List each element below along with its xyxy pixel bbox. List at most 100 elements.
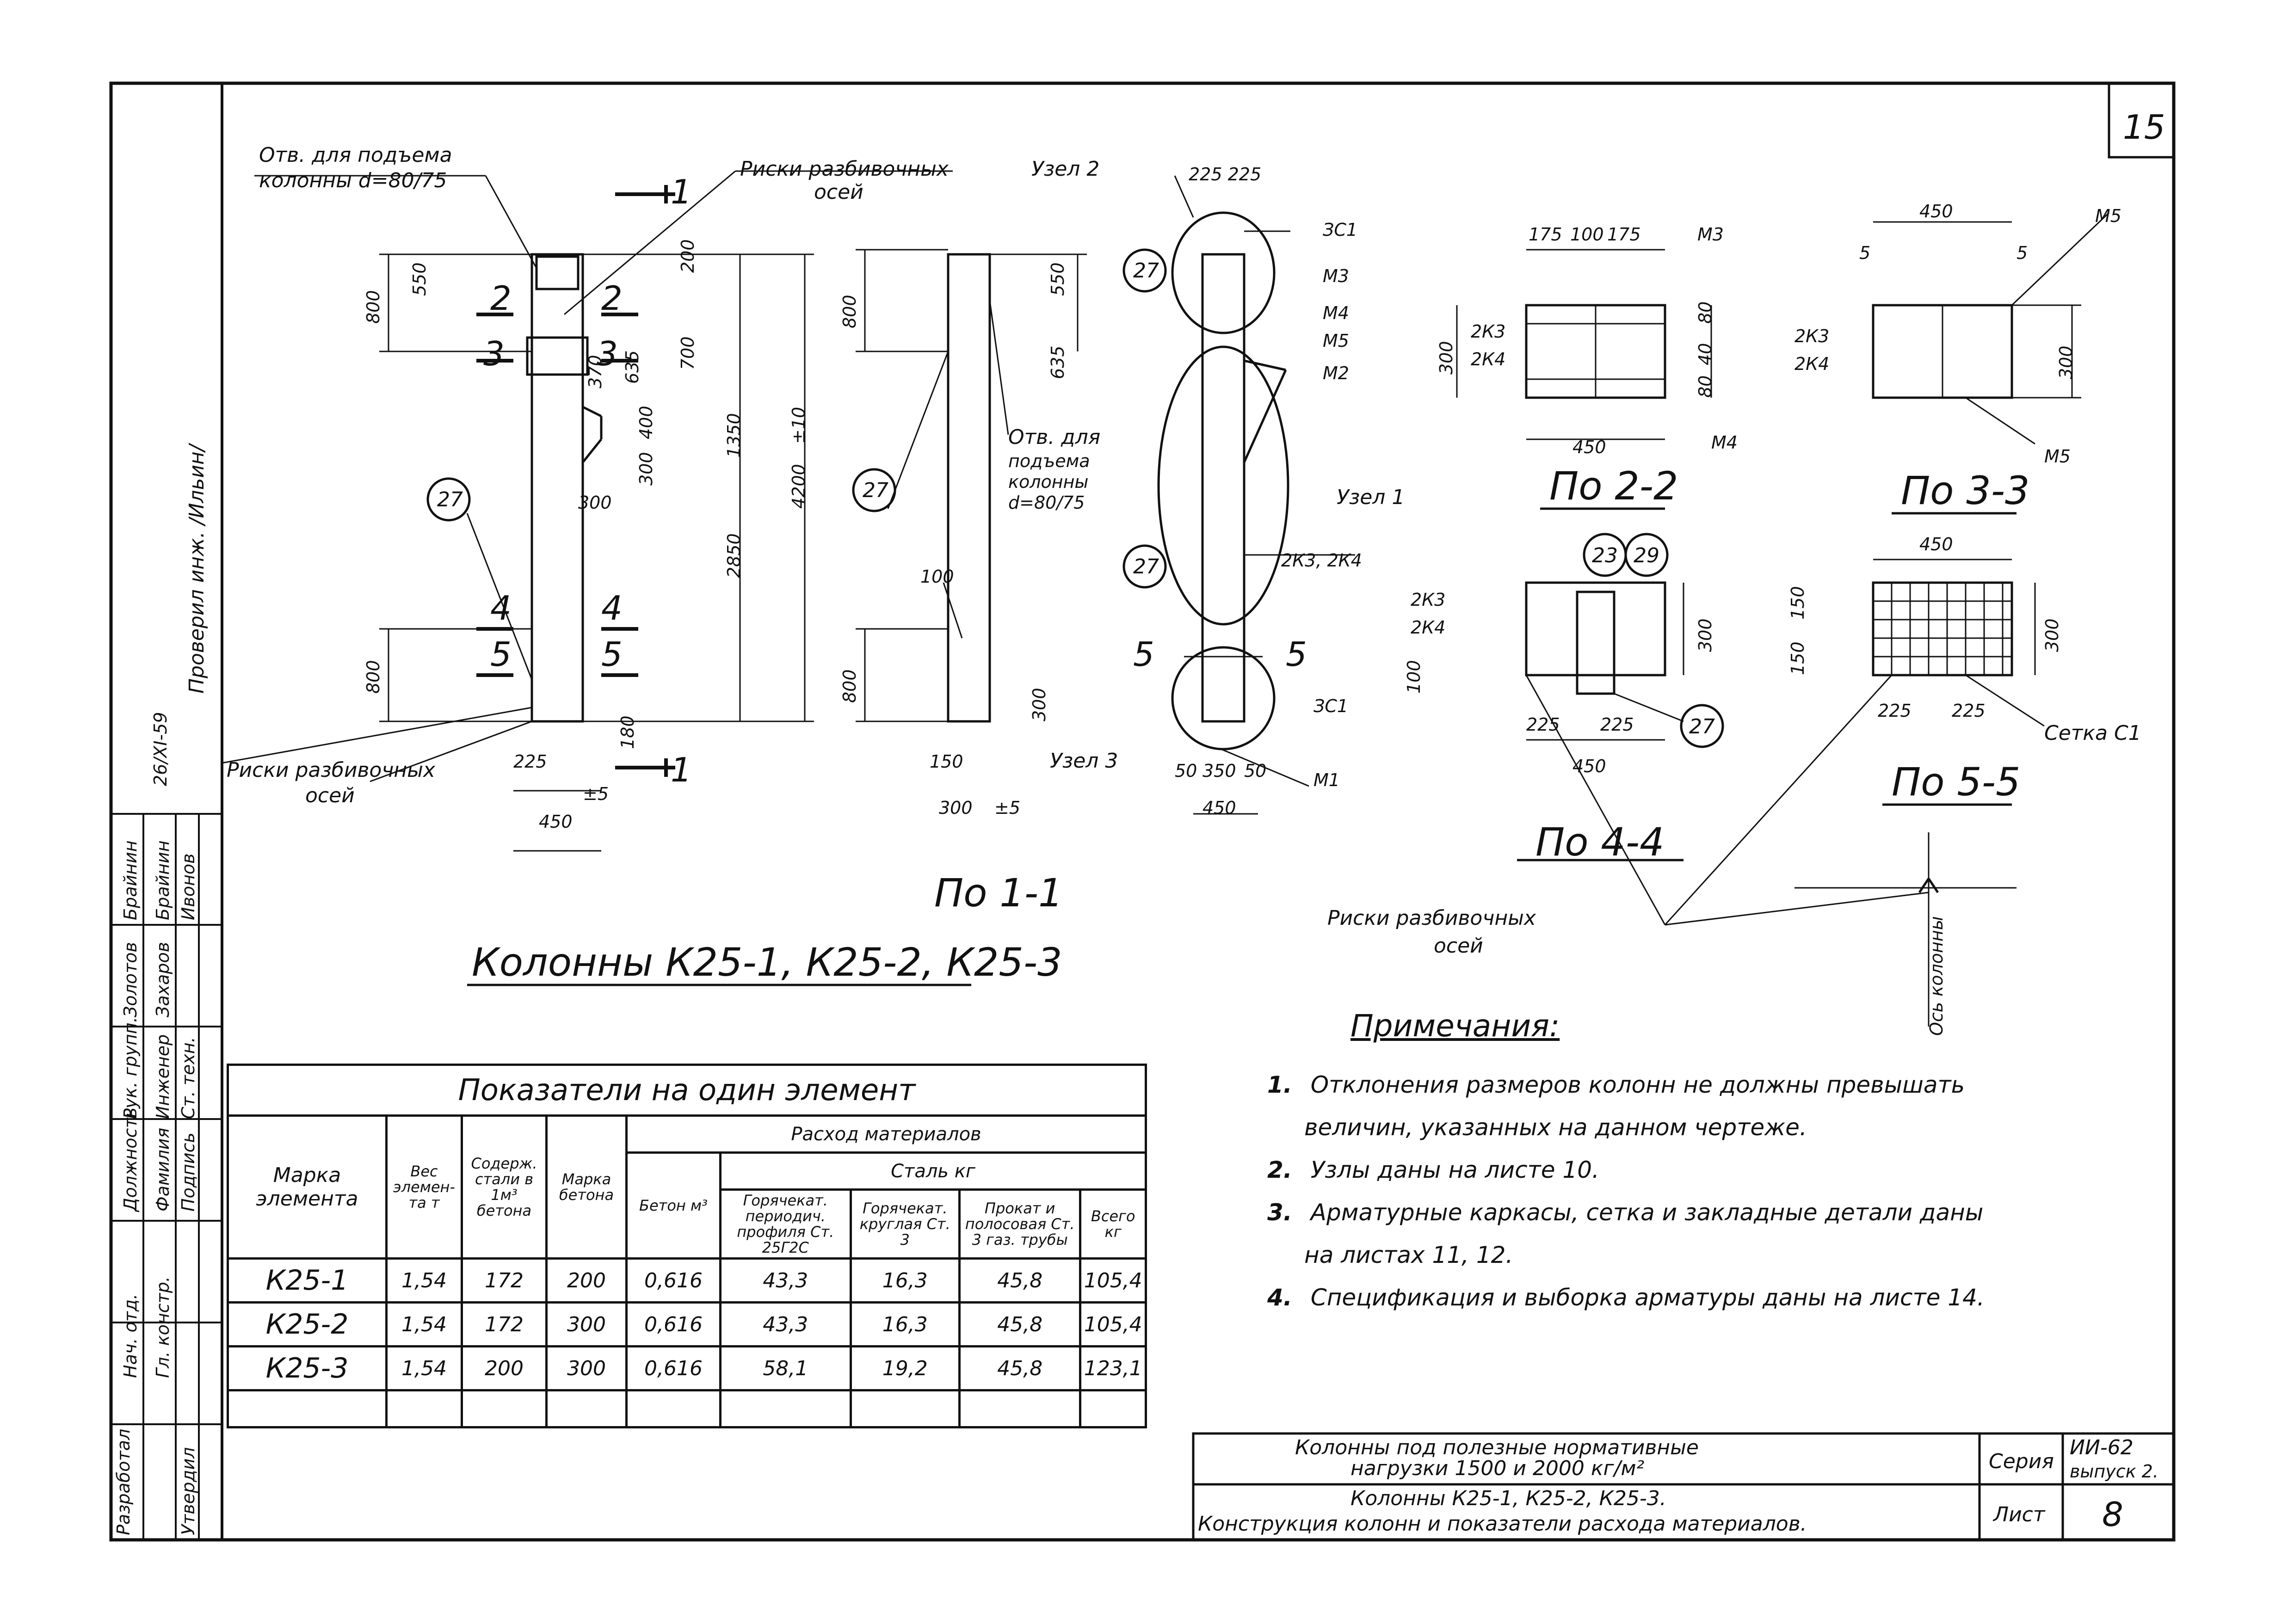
h-steel: Сталь кг bbox=[719, 1151, 1147, 1191]
hole-label-1: Отв. для подъема bbox=[259, 143, 452, 167]
svg-text:80: 80 bbox=[1695, 301, 1715, 324]
note-4: 4.Спецификация и выборка арматуры даны н… bbox=[1267, 1284, 1985, 1311]
svg-text:300: 300 bbox=[1029, 688, 1049, 721]
title-line-1: Колонны под полезные нормативные bbox=[1295, 1436, 1699, 1459]
sheet-number-box bbox=[2108, 82, 2175, 159]
svg-text:4200: 4200 bbox=[789, 464, 809, 509]
svg-text:300: 300 bbox=[2056, 345, 2076, 379]
svg-text:1: 1 bbox=[671, 750, 692, 789]
svg-text:4: 4 bbox=[601, 589, 623, 627]
svg-text:300: 300 bbox=[636, 452, 656, 486]
marks-label-top-1: Риски разбивочных bbox=[740, 157, 949, 181]
section-5-5-drawing bbox=[1525, 559, 2045, 1027]
h-concrete-mark: Марка бетона bbox=[545, 1114, 628, 1260]
callout-27-d: 27 bbox=[1133, 555, 1159, 578]
svg-text:1350: 1350 bbox=[724, 413, 744, 458]
svg-text:800: 800 bbox=[839, 295, 860, 328]
series-label: Серия bbox=[1989, 1450, 2054, 1473]
svg-text:1: 1 bbox=[671, 172, 692, 211]
svg-text:150: 150 bbox=[1788, 586, 1808, 620]
svg-text:4: 4 bbox=[490, 589, 512, 627]
svg-text:800: 800 bbox=[839, 669, 860, 703]
svg-text:175: 175 bbox=[1607, 224, 1641, 245]
mesh-label: Сетка С1 bbox=[2044, 721, 2141, 745]
notes-block: Примечания: 1.Отклонения размеров колонн… bbox=[1267, 1008, 2100, 1327]
svg-text:450: 450 bbox=[539, 812, 573, 832]
svg-text:2К3: 2К3 bbox=[1411, 590, 1445, 610]
stamp-header-1: Должность bbox=[120, 1107, 141, 1212]
svg-text:300: 300 bbox=[939, 798, 973, 818]
svg-text:200: 200 bbox=[678, 239, 698, 273]
sheet-value: 8 bbox=[2102, 1495, 2123, 1534]
h-concrete: Бетон м³ bbox=[625, 1151, 722, 1260]
svg-text:2К4: 2К4 bbox=[1794, 354, 1829, 374]
axis-label: Ось колонны bbox=[1926, 916, 1947, 1036]
h-mark: Марка элемента bbox=[227, 1114, 388, 1260]
left-stamp bbox=[111, 813, 222, 1540]
svg-text:2К3, 2К4: 2К3, 2К4 bbox=[1281, 550, 1362, 571]
column-reinforcement-view bbox=[1122, 175, 1355, 815]
svg-text:5: 5 bbox=[1286, 635, 1307, 674]
stamp-name-2: Захаров bbox=[153, 942, 173, 1017]
svg-text:2: 2 bbox=[490, 279, 512, 318]
svg-text:3: 3 bbox=[597, 334, 618, 373]
section-4-4-drawing bbox=[1517, 533, 1724, 861]
svg-text:5: 5 bbox=[1133, 635, 1154, 674]
svg-text:300: 300 bbox=[1436, 341, 1456, 375]
sheet-label: Лист bbox=[1992, 1503, 2046, 1526]
stamp-name-3: Брайнин bbox=[120, 840, 141, 920]
stamp-name-1: Золотов bbox=[120, 942, 141, 1017]
svg-text:±10: ±10 bbox=[789, 407, 809, 444]
marks-label-top-2: осей bbox=[814, 180, 863, 204]
svg-text:5: 5 bbox=[2016, 243, 2028, 263]
stamp-name-4: Брайнин bbox=[153, 840, 173, 920]
callout-23: 23 bbox=[1592, 544, 1618, 567]
svg-text:М3: М3 bbox=[1323, 266, 1349, 286]
svg-text:550: 550 bbox=[409, 262, 430, 296]
table-title: Показатели на один элемент bbox=[227, 1064, 1147, 1117]
svg-text:400: 400 bbox=[636, 406, 656, 439]
section-2-2: По 2-2 bbox=[1549, 463, 1678, 509]
svg-text:40: 40 bbox=[1695, 343, 1715, 365]
node-1-label: Узел 1 bbox=[1337, 486, 1405, 509]
table-row: К25-1 1,54 172 200 0,616 43,3 16,3 45,8 … bbox=[227, 1257, 1147, 1304]
stamp-role-4: Инженер bbox=[153, 1034, 173, 1119]
callout-27-a: 27 bbox=[437, 488, 463, 511]
hole-label-2: колонны d=80/75 bbox=[259, 169, 447, 192]
svg-text:80: 80 bbox=[1695, 375, 1715, 398]
columns-title: Колонны К25-1, К25-2, К25-3 bbox=[472, 940, 1062, 985]
title-block bbox=[1192, 1432, 2175, 1541]
svg-text:М1: М1 bbox=[1314, 770, 1340, 790]
svg-text:ЗС1: ЗС1 bbox=[1314, 696, 1348, 716]
table-row: К25-3 1,54 200 300 0,616 58,1 19,2 45,8 … bbox=[227, 1345, 1147, 1391]
sheet-number: 15 bbox=[2123, 108, 2165, 147]
svg-text:2К3: 2К3 bbox=[1794, 326, 1829, 346]
column-front-view bbox=[222, 170, 953, 852]
svg-text:800: 800 bbox=[363, 660, 383, 694]
h-rolled: Прокат и полосовая Ст. 3 газ. трубы bbox=[958, 1188, 1082, 1260]
section-1-1: По 1-1 bbox=[934, 870, 1063, 916]
svg-text:450: 450 bbox=[1202, 798, 1236, 818]
title-line-2: нагрузки 1500 и 2000 кг/м² bbox=[1350, 1457, 1644, 1480]
svg-text:370: 370 bbox=[585, 355, 605, 388]
title-line-3: Колонны К25-1, К25-2, К25-3. bbox=[1350, 1487, 1666, 1510]
marks-label-bottom-2: осей bbox=[305, 784, 355, 807]
checked-by-label: Проверил инж. /Ильин/ bbox=[185, 443, 209, 694]
svg-text:550: 550 bbox=[1048, 262, 1068, 296]
column-side-view bbox=[852, 249, 1087, 723]
svg-text:225: 225 bbox=[513, 751, 547, 772]
table-row: К25-2 1,54 172 300 0,616 43,3 16,3 45,8 … bbox=[227, 1301, 1147, 1347]
svg-text:150: 150 bbox=[930, 751, 963, 772]
callout-29: 29 bbox=[1634, 544, 1659, 567]
section-4-4: По 4-4 bbox=[1536, 819, 1664, 865]
svg-text:180: 180 bbox=[617, 715, 638, 749]
svg-text:±5: ±5 bbox=[994, 798, 1020, 818]
svg-text:±5: ±5 bbox=[583, 784, 609, 804]
issue-value: выпуск 2. bbox=[2070, 1461, 2158, 1482]
svg-text:5: 5 bbox=[601, 635, 623, 674]
stamp-role-3: Рук. групп. bbox=[120, 1017, 141, 1119]
svg-text:М4: М4 bbox=[1711, 432, 1738, 453]
marks-label-bottom-1: Риски разбивочных bbox=[227, 758, 436, 782]
